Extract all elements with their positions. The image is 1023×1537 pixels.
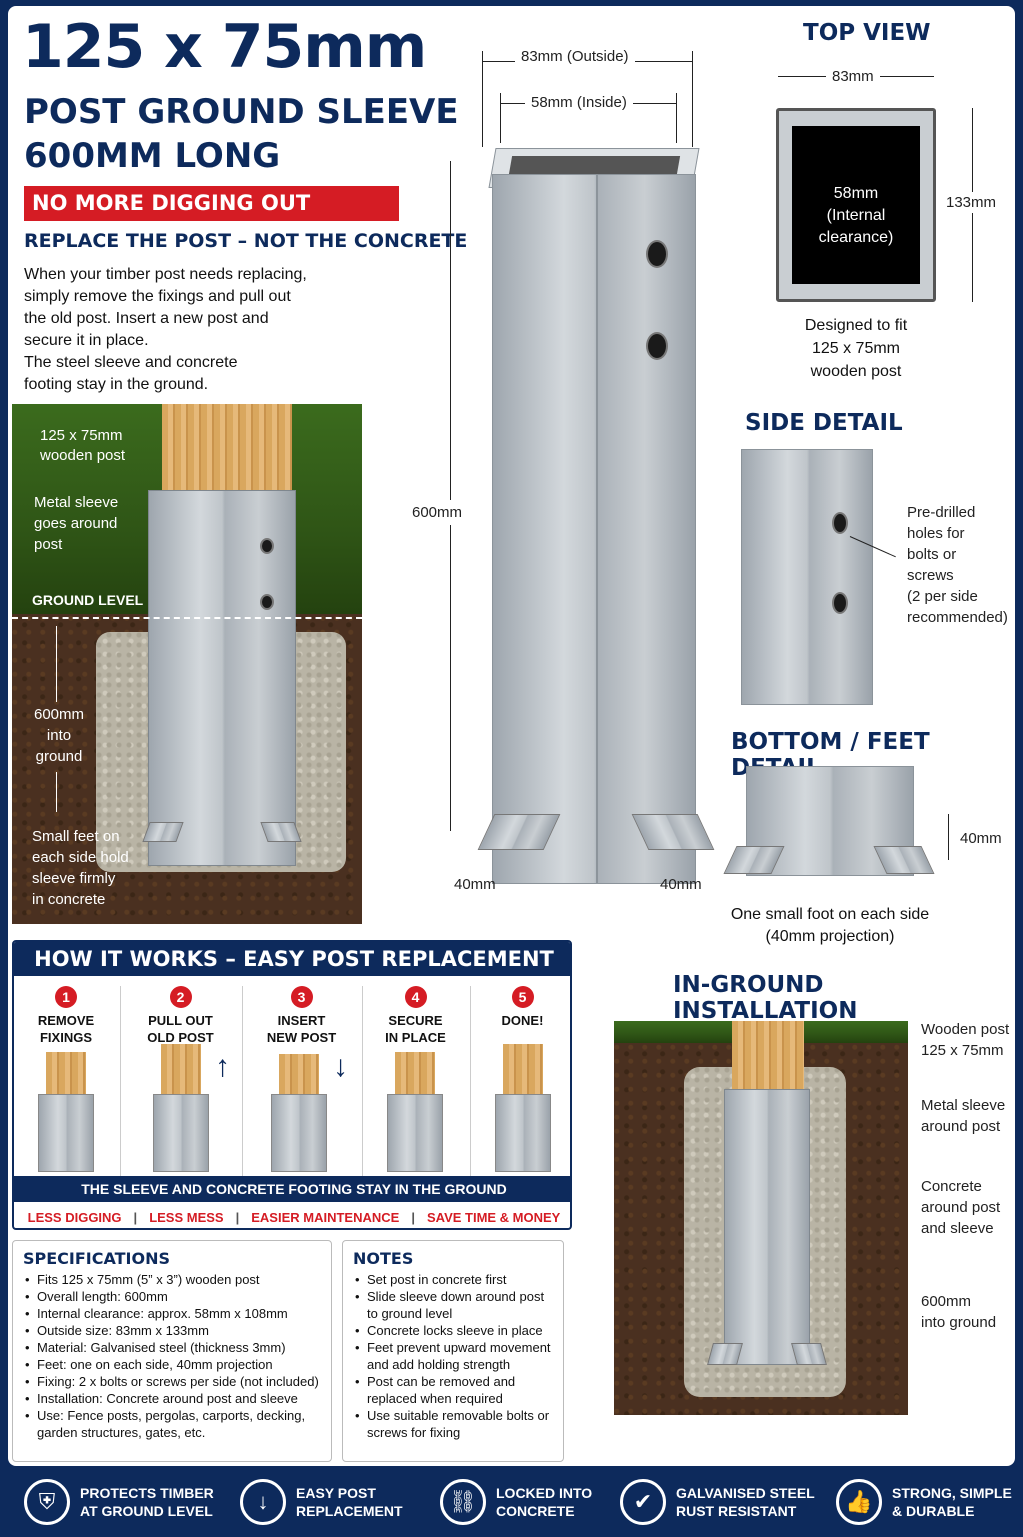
list-item: Installation: Concrete around post and s… [23, 1390, 321, 1407]
how-it-works-panel: HOW IT WORKS – EASY POST REPLACEMENT 1 R… [12, 940, 572, 1230]
page-title: 125 x 75mm [22, 12, 427, 82]
main-drawing: 83mm (Outside) 58mm (Inside) 600mm 40mm … [412, 6, 720, 906]
depth-arrow-top [56, 626, 57, 702]
bottom-detail-dim: 40mm [960, 830, 1002, 847]
specifications-list: Fits 125 x 75mm (5” x 3”) wooden post Ov… [23, 1271, 321, 1441]
list-item: Material: Galvanised steel (thickness 3m… [23, 1339, 321, 1356]
side-detail-heading: SIDE DETAIL [745, 410, 903, 436]
list-item: Use suitable removable bolts or screws f… [353, 1407, 553, 1441]
arrow-up-icon: ↑ [215, 1050, 230, 1083]
bolt-hole [646, 240, 668, 268]
intro-text: When your timber post needs replacing, s… [24, 266, 307, 393]
list-item: Set post in concrete first [353, 1271, 553, 1288]
list-item: Internal clearance: approx. 58mm x 108mm [23, 1305, 321, 1322]
shield-icon: ⛨ [24, 1479, 70, 1525]
list-item: Use: Fence posts, pergolas, carports, de… [23, 1407, 321, 1441]
ground-level-label: GROUND LEVEL [32, 592, 144, 608]
bolt-hole [832, 592, 848, 614]
list-item: Fixing: 2 x bolts or screws per side (no… [23, 1373, 321, 1390]
bolt-hole [260, 538, 274, 554]
benefits-row: LESS DIGGING | LESS MESS | EASIER MAINTE… [27, 1209, 561, 1225]
page-subtitle-2: 600MM LONG [24, 136, 281, 176]
dim-inside: 58mm (Inside) [525, 92, 633, 113]
bolt-hole [646, 332, 668, 360]
notes-heading: NOTES [353, 1249, 414, 1268]
dim-height: 600mm [412, 500, 463, 525]
list-item: Feet prevent upward movement and add hol… [353, 1339, 553, 1373]
metal-sleeve [148, 490, 296, 866]
tagline: REPLACE THE POST – NOT THE CONCRETE [24, 230, 468, 252]
depth-arrow-bottom [56, 772, 57, 812]
sleeve-body [492, 174, 696, 884]
top-view-heading: TOP VIEW [803, 20, 931, 46]
wooden-post [162, 404, 292, 504]
arrow-down-icon: ↓ [333, 1050, 348, 1083]
footer-feature-5: 👍 STRONG, SIMPLE& DURABLE [836, 1472, 1012, 1532]
how-it-works-heading: HOW IT WORKS – EASY POST REPLACEMENT [14, 942, 570, 976]
shield-check-icon: ✔ [620, 1479, 666, 1525]
foot-left [142, 822, 184, 842]
list-item: Slide sleeve down around post to ground … [353, 1288, 553, 1322]
chain-link-icon: ⛓ [440, 1479, 486, 1525]
thumbs-up-icon: 👍 [836, 1479, 882, 1525]
list-item: Concrete locks sleeve in place [353, 1322, 553, 1339]
banner: NO MORE DIGGING OUT CONCRETE [24, 186, 399, 250]
list-item: Post can be removed and replaced when re… [353, 1373, 553, 1407]
dim-foot-right: 40mm [660, 876, 702, 893]
list-item: Fits 125 x 75mm (5” x 3”) wooden post [23, 1271, 321, 1288]
arrow-down-circle-icon: ↓ [240, 1479, 286, 1525]
dim-foot-left: 40mm [454, 876, 496, 893]
top-view-width: 83mm [826, 66, 880, 87]
installation-illustration [614, 1021, 908, 1415]
bolt-hole [832, 512, 848, 534]
notes-box: NOTES Set post in concrete first Slide s… [342, 1240, 564, 1462]
foot-right [260, 822, 302, 842]
notes-list: Set post in concrete first Slide sleeve … [353, 1271, 553, 1441]
bolt-hole [260, 594, 274, 610]
bottom-detail-caption: One small foot on each side(40mm project… [730, 906, 930, 945]
how-it-works-bar: THE SLEEVE AND CONCRETE FOOTING STAY IN … [14, 1176, 570, 1202]
dim-outside: 83mm (Outside) [515, 46, 635, 67]
list-item: Outside size: 83mm x 133mm [23, 1322, 321, 1339]
specifications-heading: SPECIFICATIONS [23, 1249, 171, 1268]
product-sheet: 125 x 75mm POST GROUND SLEEVE 600MM LONG… [8, 6, 1015, 1466]
side-detail-sleeve [741, 449, 873, 705]
top-view-height: 133mm [946, 192, 997, 213]
specifications-box: SPECIFICATIONS Fits 125 x 75mm (5” x 3”)… [12, 1240, 332, 1462]
list-item: Feet: one on each side, 40mm projection [23, 1356, 321, 1373]
step-5: 5 DONE! [470, 986, 570, 1176]
installation-heading: IN-GROUND INSTALLATION [673, 972, 858, 1024]
ground-level-line [12, 617, 362, 619]
list-item: Overall length: 600mm [23, 1288, 321, 1305]
page-subtitle-1: POST GROUND SLEEVE [24, 92, 459, 132]
